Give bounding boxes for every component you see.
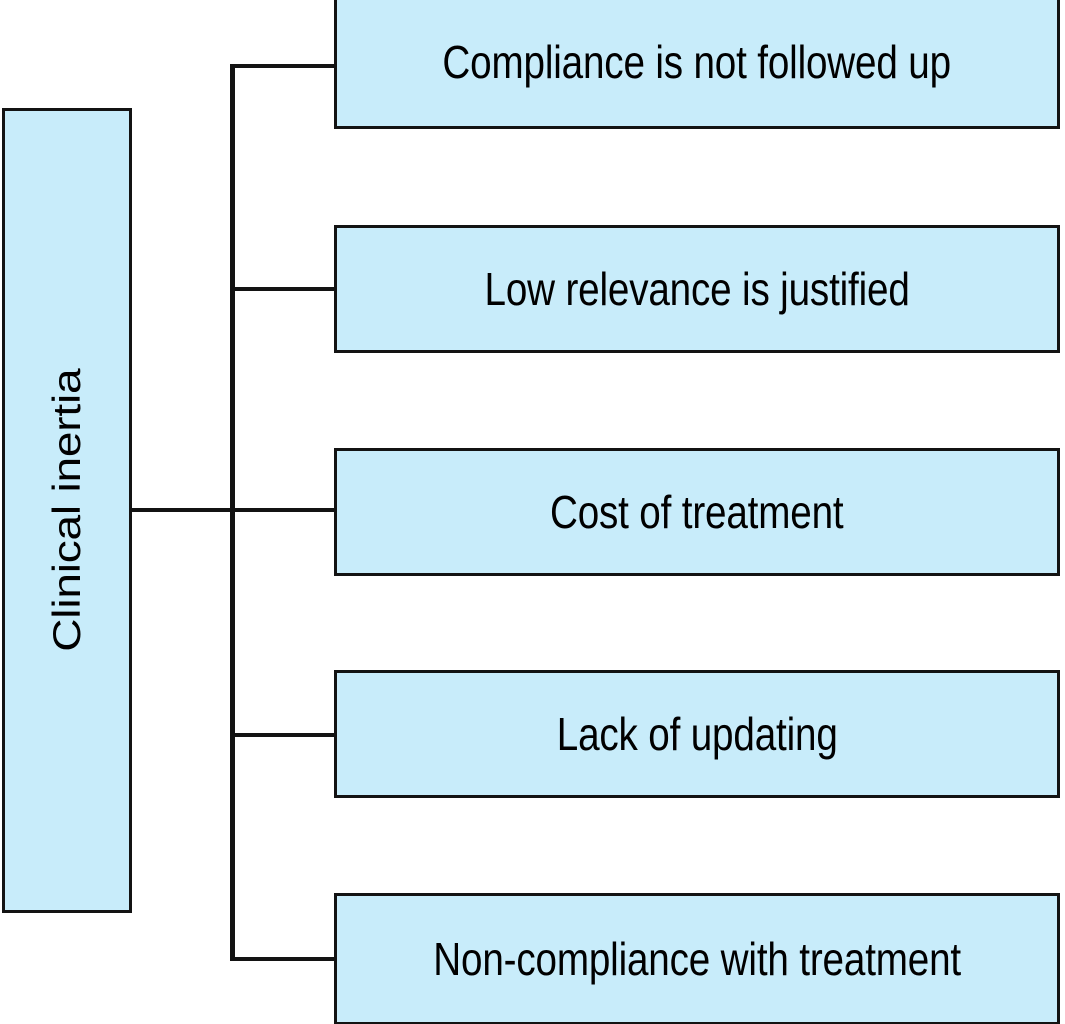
node-branch-non-compliance-with-treatment[interactable]: Non-compliance with treatment bbox=[334, 893, 1060, 1024]
node-branch-lack-of-updating[interactable]: Lack of updating bbox=[334, 670, 1060, 798]
node-branch-label: Non-compliance with treatment bbox=[433, 932, 961, 985]
node-branch-label: Compliance is not followed up bbox=[442, 36, 952, 89]
connector-branch-2 bbox=[230, 287, 336, 291]
node-branch-label: Cost of treatment bbox=[550, 485, 844, 538]
node-branch-label: Lack of updating bbox=[556, 707, 838, 760]
connector-branch-4 bbox=[230, 733, 336, 737]
node-branch-low-relevance-justified[interactable]: Low relevance is justified bbox=[334, 225, 1060, 353]
connector-vertical-trunk bbox=[230, 64, 235, 961]
node-branch-cost-of-treatment[interactable]: Cost of treatment bbox=[334, 448, 1060, 576]
node-root-clinical-inertia[interactable]: Clinical inertia bbox=[2, 108, 132, 913]
connector-branch-5 bbox=[230, 957, 336, 961]
node-branch-label: Low relevance is justified bbox=[484, 262, 910, 315]
node-root-label: Clinical inertia bbox=[45, 368, 89, 653]
connector-branch-3 bbox=[230, 508, 336, 512]
connector-root-stem bbox=[131, 508, 234, 512]
node-branch-compliance-not-followed-up[interactable]: Compliance is not followed up bbox=[334, 0, 1060, 129]
connector-branch-1 bbox=[230, 64, 336, 68]
